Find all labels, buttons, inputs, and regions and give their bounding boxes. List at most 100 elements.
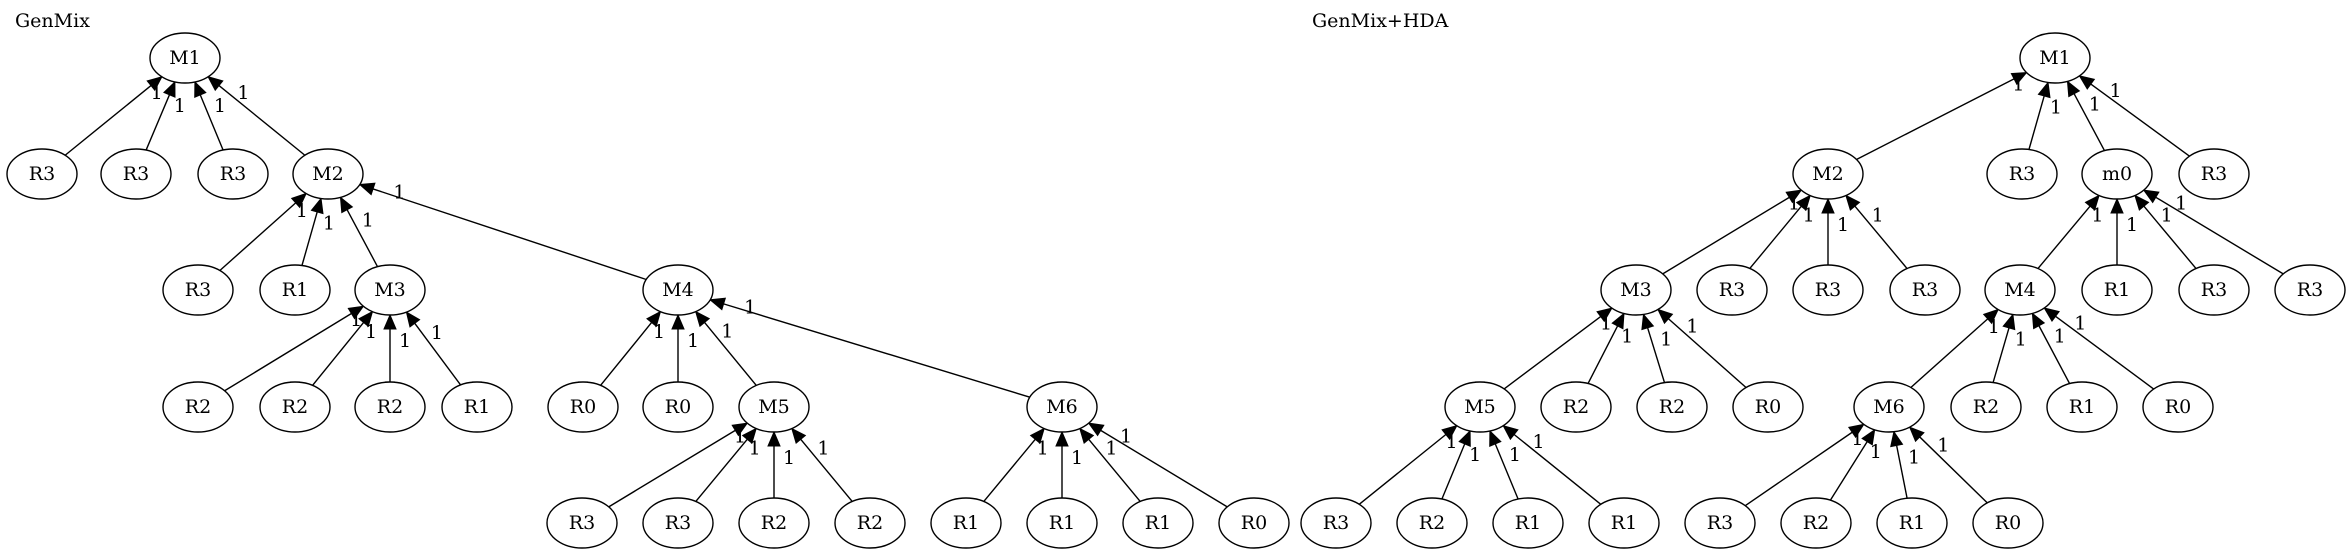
arrowhead-icon [1641,313,1655,331]
node-label: M6 [1873,396,1905,418]
node-label: R3 [1912,279,1938,301]
node-b_R3b: R3 [2178,148,2250,200]
edge-b_R3b-to-b_M1: 1 [2078,75,2190,157]
edge-label: 1 [1120,426,1132,448]
arrowhead-icon [1785,189,1803,204]
edge-label: 1 [365,321,377,343]
node-a_R1c: R1 [930,497,1002,549]
edge-label: 1 [2054,325,2066,347]
node-a_R2a: R2 [162,381,234,433]
node-ellipse [1540,381,1612,433]
arrowhead-icon [146,75,163,92]
edge-a_M5-to-a_M4: 1 [694,310,757,386]
node-b_R2d: R2 [1396,497,1468,549]
arrowhead-icon [1458,429,1471,447]
edge-line [64,85,152,156]
arrowhead-icon [1861,428,1876,446]
edge-label: 1 [1937,434,1949,456]
arrowhead-icon [708,297,727,311]
edge-label: 1 [1851,428,1863,450]
node-a_R1a: R1 [259,264,331,316]
edge-label: 1 [1469,444,1481,466]
edge-a_R3b-to-a_M1: 1 [145,80,186,151]
edge-line [372,188,647,281]
arrowhead-icon [163,80,176,98]
node-ellipse [642,381,714,433]
edge-line [1441,443,1466,500]
edge-line [1513,433,1602,505]
node-label: R1 [953,512,979,534]
edge-label: 1 [1446,431,1458,453]
edge-a_R2a-to-a_M3: 1 [224,305,365,392]
arrowhead-icon [1657,308,1674,325]
edge-label: 1 [687,330,699,352]
node-ellipse [1876,497,1948,549]
arrowhead-icon [1489,429,1502,447]
edge-line [2028,95,2045,150]
node-ellipse [2178,264,2250,316]
arrowhead-icon [1055,430,1069,447]
node-ellipse [1792,148,1864,200]
edge-label: 1 [2012,73,2024,95]
node-a_R2d: R2 [738,497,810,549]
node-b_R3f: R3 [2178,264,2250,316]
edge-line [695,438,748,502]
node-ellipse [930,497,1002,549]
node-a_M2: M2 [292,148,364,200]
edge-a_M2-to-a_M1: 1 [207,75,306,156]
node-a_R0b: R0 [642,381,714,433]
node-a_R3a: R3 [6,148,78,200]
node-a_R3f: R3 [642,497,714,549]
node-ellipse [441,381,513,433]
arrowhead-icon [2110,197,2124,214]
arrowhead-icon [339,196,354,214]
arrowhead-icon [358,182,376,196]
edge-label: 1 [296,200,308,222]
edge-line [704,321,757,386]
edge-line [1744,431,1853,507]
node-ellipse [547,381,619,433]
edge-b_R3e-to-b_M2: 1 [1845,194,1908,269]
node-b_R3d: R3 [1792,264,1864,316]
edge-label: 1 [214,95,226,117]
arrowhead-icon [383,313,397,330]
edge-b_R2b-to-b_M3: 1 [1641,313,1672,383]
node-b_M3: M3 [1600,264,1672,316]
node-ellipse [162,264,234,316]
node-ellipse [1984,264,2056,316]
node-label: R2 [282,396,308,418]
edge-label: 1 [2109,80,2121,102]
node-a_R1b: R1 [441,381,513,433]
edge-label: 1 [237,82,249,104]
edge-label: 1 [323,213,335,235]
node-ellipse [1696,264,1768,316]
diagram-title-genmix: GenMix [15,10,90,32]
node-b_R1b: R1 [2046,381,2118,433]
node-b_R2c: R2 [1950,381,2022,433]
node-b_R1c: R1 [1492,497,1564,549]
node-b_M2: M2 [1792,148,1864,200]
node-label: M5 [1464,396,1496,418]
edge-label: 1 [653,321,665,343]
node-ellipse [354,381,426,433]
edge-line [2090,83,2190,157]
edge-label: 1 [1105,438,1117,460]
node-a_M3: M3 [354,264,426,316]
node-b_R3i: R3 [1684,497,1756,549]
edge-b_m0-to-b_M1: 1 [2066,80,2106,151]
edge-line [2038,325,2071,384]
node-ellipse [1684,497,1756,549]
edge-label: 1 [2126,214,2138,236]
edge-b_M4-to-b_m0: 1 [2037,194,2103,269]
edge-label: 1 [1600,313,1612,335]
node-ellipse [1492,497,1564,549]
node-ellipse [1026,381,1098,433]
node-label: R1 [1899,512,1925,534]
edge-line [1854,205,1908,269]
arrowhead-icon [1596,307,1613,323]
node-label: R0 [570,396,596,418]
arrowhead-icon [1982,308,2000,325]
edge-label: 1 [2050,97,2062,119]
diagram-title-genmix-hda: GenMix+HDA [1312,10,1449,32]
node-a_R2e: R2 [834,497,906,549]
